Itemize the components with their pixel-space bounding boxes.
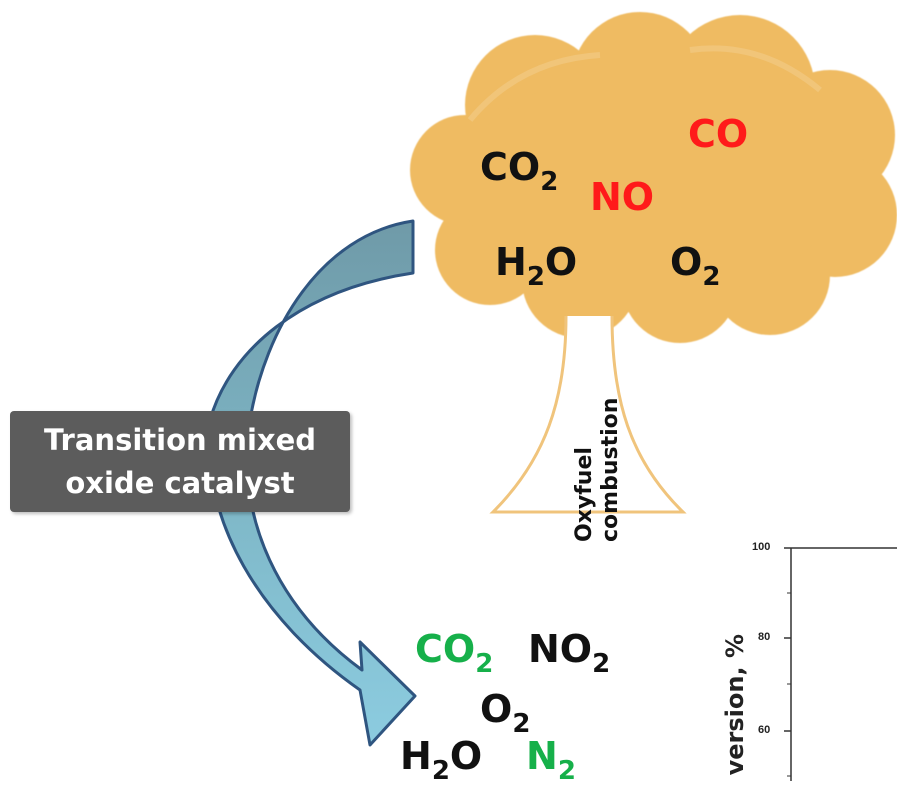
oxyfuel-label-line1: Oxyfuel xyxy=(572,447,597,542)
cloud-molecule-co: CO xyxy=(688,112,749,156)
cloud-molecule-h2o: H2O xyxy=(495,240,578,292)
product-molecule-o2: O2 xyxy=(480,687,531,739)
catalyst-label-line1: Transition mixed xyxy=(43,422,317,457)
cloud-molecule-no: NO xyxy=(590,175,655,219)
oxyfuel-label-line2: combustion xyxy=(598,397,623,542)
catalyst-label-line2: oxide catalyst xyxy=(65,465,295,500)
catalyst-box: Transition mixed oxide catalyst xyxy=(10,411,350,512)
inset-chart-tick-label-80: 80 xyxy=(758,631,771,643)
oxyfuel-combustion-label: Oxyfuel combustion xyxy=(572,358,624,542)
inset-chart-tick-label-100: 100 xyxy=(752,541,771,553)
inset-chart-y-axis-label: version, % xyxy=(721,634,749,776)
product-molecule-h2o: H2O xyxy=(400,734,483,786)
inset-chart-tick-label-60: 60 xyxy=(758,724,771,736)
inset-chart xyxy=(784,547,897,781)
product-molecule-no2: NO2 xyxy=(528,627,611,679)
combustion-cloud xyxy=(410,12,897,343)
cloud-molecule-o2: O2 xyxy=(670,240,721,292)
product-molecule-co2: CO2 xyxy=(415,627,494,679)
combustion-flame-cone xyxy=(489,315,687,514)
process-arrow xyxy=(207,219,417,747)
cloud-molecule-co2: CO2 xyxy=(480,145,559,197)
product-molecule-n2: N2 xyxy=(526,734,576,786)
